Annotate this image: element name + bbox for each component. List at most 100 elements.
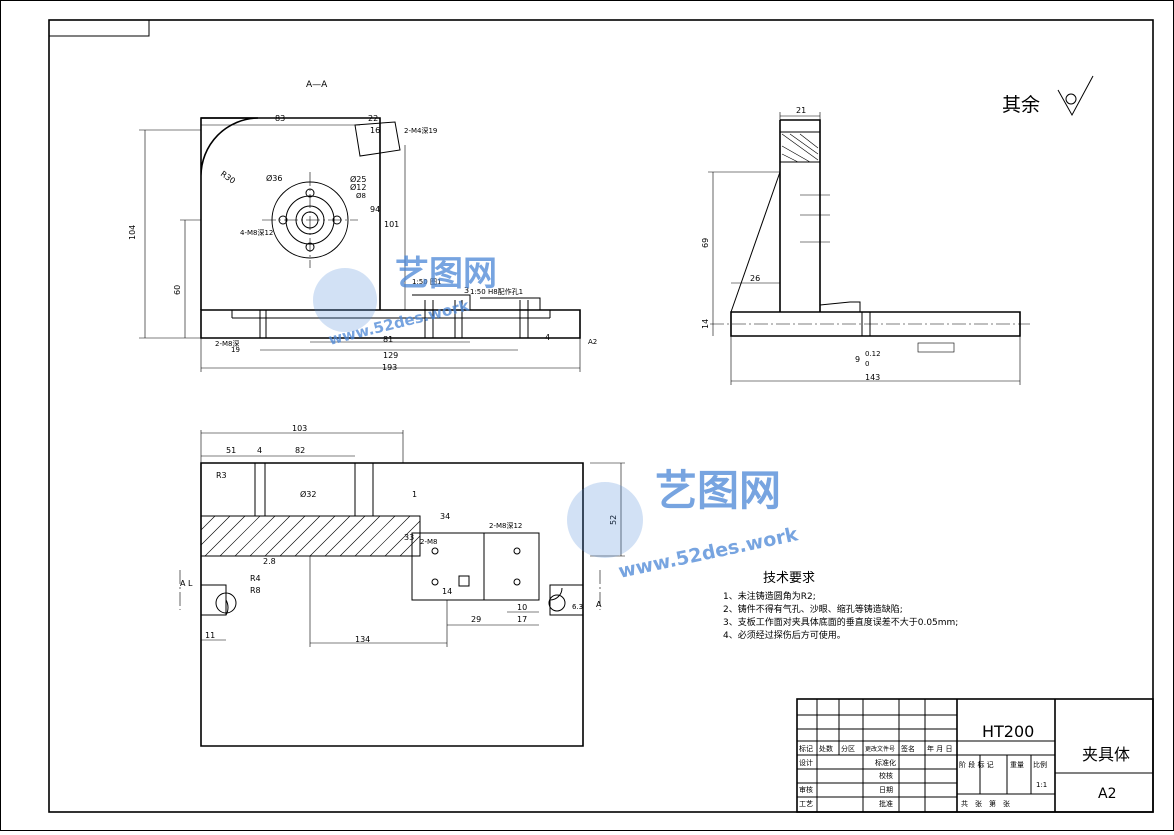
svg-text:0: 0 bbox=[865, 360, 869, 368]
title-block: HT200 夹具体 A2 标记 处数 分区 更改文件号 签名 年 月 日 设计 … bbox=[796, 698, 1154, 813]
svg-text:R3: R3 bbox=[216, 471, 227, 480]
svg-text:艺图网: 艺图网 bbox=[395, 254, 497, 294]
svg-text:A: A bbox=[596, 600, 602, 609]
part-name: 夹具体 bbox=[1082, 745, 1130, 764]
svg-text:81: 81 bbox=[383, 335, 393, 344]
svg-text:103: 103 bbox=[292, 424, 307, 433]
svg-text:14: 14 bbox=[701, 319, 710, 329]
svg-text:94: 94 bbox=[370, 205, 380, 214]
svg-text:14: 14 bbox=[442, 587, 452, 596]
svg-text:共 张 第 张: 共 张 第 张 bbox=[961, 799, 1010, 808]
svg-text:29: 29 bbox=[471, 615, 481, 624]
svg-text:重量: 重量 bbox=[1010, 761, 1024, 769]
svg-text:10: 10 bbox=[517, 603, 527, 612]
svg-text:19: 19 bbox=[231, 346, 240, 354]
plan-outline bbox=[200, 462, 584, 747]
svg-text:134: 134 bbox=[355, 635, 370, 644]
svg-text:阶 段 标 记: 阶 段 标 记 bbox=[959, 760, 994, 769]
svg-text:16: 16 bbox=[370, 126, 380, 135]
svg-text:R30: R30 bbox=[219, 169, 237, 185]
surface-finish-note: 其余 bbox=[1002, 75, 1094, 117]
top-block bbox=[354, 121, 401, 157]
svg-text:2-M4深19: 2-M4深19 bbox=[404, 126, 437, 135]
svg-text:33: 33 bbox=[404, 533, 414, 542]
tech-item: 4、必须经过探伤后方可使用。 bbox=[723, 629, 846, 641]
svg-text:Ø25: Ø25 bbox=[350, 174, 366, 184]
svg-text:审核: 审核 bbox=[799, 785, 813, 794]
svg-text:分区: 分区 bbox=[841, 744, 855, 753]
svg-text:60: 60 bbox=[173, 285, 182, 295]
svg-text:0.12: 0.12 bbox=[865, 350, 881, 358]
tech-item: 3、支板工作面对夹具体底面的垂直度误差不大于0.05mm; bbox=[723, 616, 958, 628]
svg-text:3: 3 bbox=[464, 286, 469, 295]
svg-text:标准化: 标准化 bbox=[875, 758, 896, 767]
svg-text:2-M8深: 2-M8深 bbox=[215, 339, 239, 348]
svg-text:143: 143 bbox=[865, 373, 880, 382]
svg-text:比例: 比例 bbox=[1033, 760, 1047, 769]
svg-text:82: 82 bbox=[295, 446, 305, 455]
svg-text:34: 34 bbox=[440, 512, 450, 521]
tech-item: 1、未注铸造圆角为R2; bbox=[723, 590, 816, 602]
svg-text:4: 4 bbox=[545, 333, 550, 342]
svg-text:101: 101 bbox=[384, 220, 399, 229]
svg-text:艺图网: 艺图网 bbox=[655, 466, 781, 515]
globe-icon bbox=[313, 268, 377, 332]
svg-text:Ø12: Ø12 bbox=[350, 182, 366, 192]
plan-view: 103 51 4 82 R3 Ø32 1 34 2-M8 2-M8深12 33 … bbox=[179, 424, 625, 747]
svg-text:R4: R4 bbox=[250, 574, 261, 583]
svg-text:R8: R8 bbox=[250, 586, 261, 595]
svg-text:2-M8: 2-M8 bbox=[420, 538, 437, 546]
watermark-center: 艺图网 www.52des.work bbox=[567, 466, 800, 583]
corner-box bbox=[48, 19, 150, 37]
svg-text:其余: 其余 bbox=[1002, 94, 1040, 116]
svg-text:4-M8深12: 4-M8深12 bbox=[240, 228, 273, 237]
svg-text:签名: 签名 bbox=[901, 744, 915, 753]
svg-text:工艺: 工艺 bbox=[799, 800, 813, 808]
tech-title: 技术要求 bbox=[763, 571, 815, 586]
plan-section-hatch bbox=[200, 515, 421, 557]
svg-text:年 月 日: 年 月 日 bbox=[927, 744, 952, 753]
svg-text:Ø32: Ø32 bbox=[300, 489, 316, 499]
svg-text:21: 21 bbox=[796, 106, 806, 115]
material: HT200 bbox=[982, 722, 1034, 741]
front-section-view: A—A 83 22 16 2-M4深19 R30 Ø36 Ø25 Ø12 Ø8 … bbox=[128, 80, 597, 372]
svg-text:129: 129 bbox=[383, 351, 398, 360]
side-view: 21 69 26 14 143 9 0.12 0 bbox=[701, 106, 1030, 385]
roughness-symbol bbox=[1057, 75, 1094, 117]
svg-text:A2: A2 bbox=[588, 338, 597, 346]
svg-text:69: 69 bbox=[701, 238, 710, 248]
svg-text:1:1: 1:1 bbox=[1036, 781, 1047, 789]
svg-text:4: 4 bbox=[257, 446, 262, 455]
svg-text:52: 52 bbox=[609, 515, 618, 525]
svg-text:2.8: 2.8 bbox=[263, 557, 276, 566]
svg-text:标记: 标记 bbox=[799, 744, 813, 753]
svg-text:26: 26 bbox=[750, 274, 760, 283]
svg-text:51: 51 bbox=[226, 446, 236, 455]
svg-text:日期: 日期 bbox=[879, 786, 893, 794]
inner-frame bbox=[48, 19, 1154, 813]
svg-text:83: 83 bbox=[275, 114, 285, 123]
svg-text:193: 193 bbox=[382, 363, 397, 372]
svg-text:11: 11 bbox=[205, 631, 215, 640]
svg-text:1:50 H8配作孔1: 1:50 H8配作孔1 bbox=[470, 287, 523, 296]
svg-text:2-M8深12: 2-M8深12 bbox=[489, 521, 522, 530]
svg-text:22: 22 bbox=[368, 114, 378, 123]
technical-requirements: 技术要求 1、未注铸造圆角为R2; 2、铸件不得有气孔、沙眼、缩孔等铸造缺陷; … bbox=[723, 571, 958, 641]
svg-text:校核: 校核 bbox=[879, 771, 893, 780]
svg-text:9: 9 bbox=[855, 355, 860, 364]
svg-text:更改文件号: 更改文件号 bbox=[865, 745, 895, 753]
globe-icon bbox=[567, 482, 643, 558]
upright-plate bbox=[200, 117, 259, 310]
svg-text:Ø8: Ø8 bbox=[356, 192, 366, 200]
svg-text:A L: A L bbox=[180, 579, 193, 588]
tech-item: 2、铸件不得有气孔、沙眼、缩孔等铸造缺陷; bbox=[723, 603, 903, 615]
svg-text:104: 104 bbox=[128, 225, 137, 240]
svg-text:1: 1 bbox=[412, 490, 417, 499]
svg-text:设计: 设计 bbox=[799, 758, 813, 767]
svg-text:17: 17 bbox=[517, 615, 527, 624]
sheet-size: A2 bbox=[1098, 786, 1116, 802]
section-label: A—A bbox=[306, 80, 328, 90]
